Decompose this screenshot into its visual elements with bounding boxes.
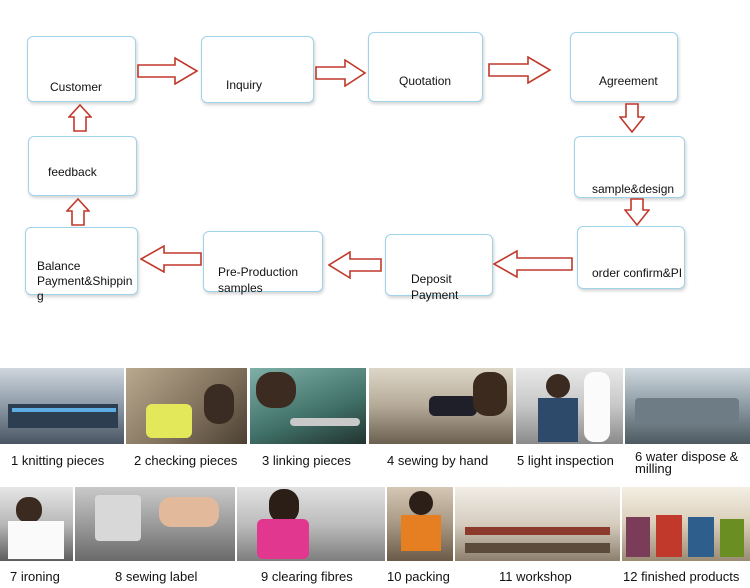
photo-workshop <box>455 487 620 561</box>
photo-ironing <box>0 487 73 561</box>
step-caption: 9 clearing fibres <box>261 569 353 584</box>
arrow-up-icon <box>66 198 90 226</box>
arrow-left-icon <box>140 245 202 273</box>
photo-sewing-by-hand <box>369 368 513 444</box>
flow-step-pre-production-samples: Pre-Production samples <box>203 231 323 295</box>
step-caption: 8 sewing label <box>115 569 198 584</box>
photo-sewing-label <box>75 487 235 561</box>
flow-step-order-confirm: order confirm&PI <box>577 226 685 289</box>
flow-step-inquiry: Inquiry <box>201 36 314 103</box>
step-caption: 10 packing <box>387 569 450 584</box>
step-caption: 4 sewing by hand <box>387 453 489 468</box>
step-caption: 5 light inspection <box>517 453 614 468</box>
arrow-left-icon <box>328 251 382 279</box>
step-caption: 1 knitting pieces <box>11 453 105 468</box>
arrow-down-icon <box>624 198 650 226</box>
photo-packing <box>387 487 453 561</box>
arrow-right-icon <box>137 57 199 85</box>
flow-step-label: Pre-Production samples <box>218 265 299 295</box>
flow-step-feedback: feedback <box>28 136 137 196</box>
flow-step-label: Agreement <box>599 74 658 88</box>
photo-knitting-pieces <box>0 368 124 444</box>
arrow-left-icon <box>493 250 573 278</box>
flow-step-label: order confirm&PI <box>592 266 683 280</box>
flow-step-sample-design: sample&design <box>574 136 685 198</box>
flow-step-customer: Customer <box>27 36 136 102</box>
flow-step-label: Deposit Payment <box>411 272 459 302</box>
flow-step-label: feedback <box>48 165 97 179</box>
flow-step-agreement: Agreement <box>570 32 678 102</box>
flow-step-balance-payment: Balance Payment&Shippin g <box>25 227 138 303</box>
photo-finished-products <box>622 487 750 561</box>
step-caption: 12 finished products <box>623 569 740 584</box>
arrow-right-icon <box>315 59 367 87</box>
arrow-up-icon <box>68 104 92 132</box>
process-flow-diagram: Customer Inquiry Quotation Agreement sam… <box>25 32 685 303</box>
photo-clearing-fibres <box>237 487 385 561</box>
flow-step-deposit-payment: Deposit Payment <box>385 234 493 302</box>
flow-step-label: Balance Payment&Shippin g <box>37 259 133 303</box>
arrow-down-icon <box>619 103 645 133</box>
step-caption: 11 workshop <box>499 569 572 584</box>
flow-step-label: Customer <box>50 80 103 94</box>
flow-step-label: Quotation <box>399 74 452 88</box>
photo-checking-pieces <box>126 368 247 444</box>
photo-water-dispose-milling <box>625 368 750 444</box>
photo-linking-pieces <box>250 368 366 444</box>
flow-step-quotation: Quotation <box>368 32 483 102</box>
photo-light-inspection <box>516 368 623 444</box>
step-caption: 3 linking pieces <box>262 453 351 468</box>
step-caption: 2 checking pieces <box>134 453 238 468</box>
arrow-right-icon <box>488 56 552 84</box>
flow-step-label: Inquiry <box>226 78 263 92</box>
step-caption: 6 water dispose & milling <box>635 449 739 476</box>
flow-step-label: sample&design <box>592 182 675 196</box>
step-caption: 7 ironing <box>10 569 60 584</box>
